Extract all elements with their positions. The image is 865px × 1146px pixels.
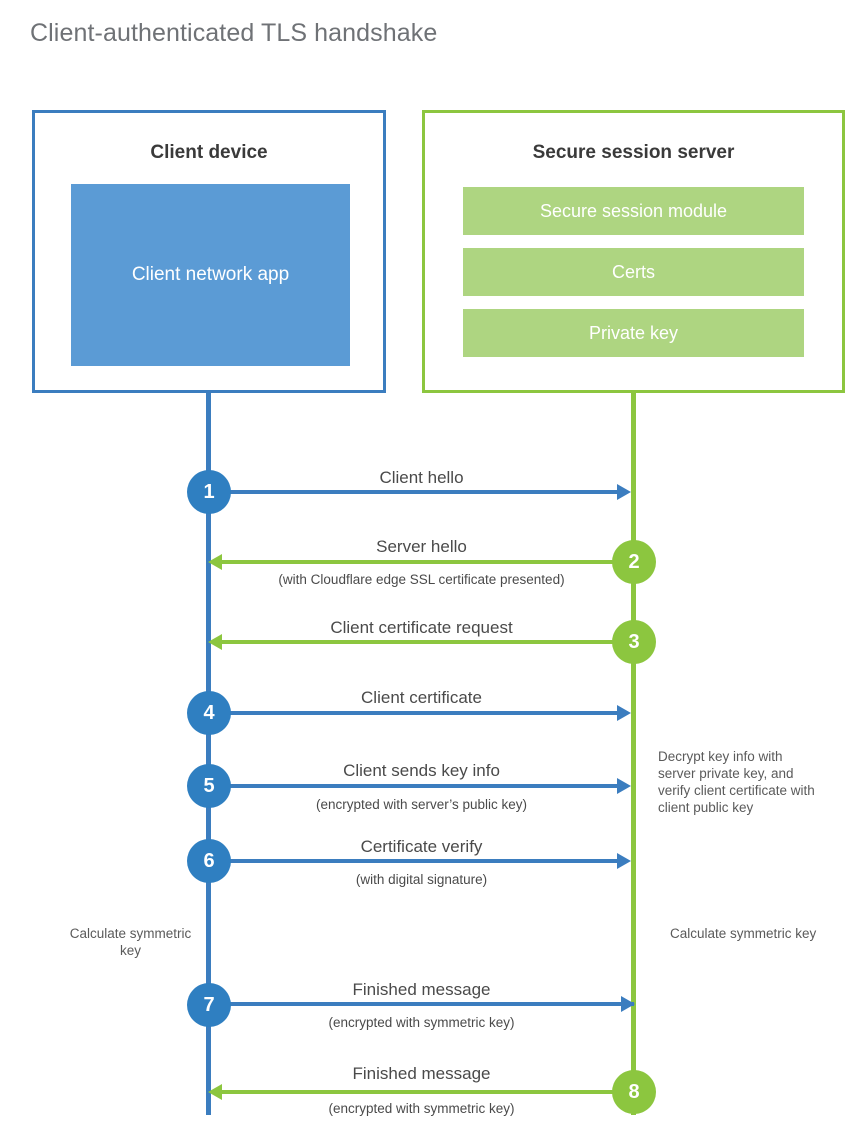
arrow-head-7 — [621, 996, 635, 1012]
arrow-line-2 — [222, 560, 634, 564]
message-label-5: Client sends key info — [343, 761, 500, 780]
step-circle-6[interactable]: 6 — [187, 839, 231, 883]
arrow-head-6 — [617, 853, 631, 869]
client-network-app-block: Client network app — [71, 184, 350, 366]
server-module-secure-session-module: Secure session module — [463, 187, 804, 235]
secure-session-server-box: Secure session server Secure session mod… — [422, 110, 845, 393]
step-circle-3[interactable]: 3 — [612, 620, 656, 664]
step-circle-4[interactable]: 4 — [187, 691, 231, 735]
message-label-3: Client certificate request — [330, 618, 513, 637]
message-sublabel-8: (encrypted with symmetric key) — [328, 1101, 515, 1116]
message-label-7: Finished message — [352, 980, 491, 999]
message-label-4: Client certificate — [361, 688, 482, 707]
step-circle-5[interactable]: 5 — [187, 764, 231, 808]
message-sublabel-7: (encrypted with symmetric key) — [328, 1015, 515, 1030]
arrow-line-8 — [222, 1090, 634, 1094]
message-sublabel-5: (encrypted with server’s public key) — [315, 797, 528, 812]
arrow-line-4 — [209, 711, 617, 715]
arrow-line-7 — [209, 1002, 634, 1006]
arrow-head-3 — [208, 634, 222, 650]
arrow-head-8 — [208, 1084, 222, 1100]
message-label-8: Finished message — [352, 1064, 491, 1083]
step-circle-7[interactable]: 7 — [187, 983, 231, 1027]
arrow-head-2 — [208, 554, 222, 570]
arrow-head-1 — [617, 484, 631, 500]
client-calculate-symmetric-key-annotation: Calculate symmetric key — [69, 926, 192, 958]
arrow-head-5 — [617, 778, 631, 794]
server-lifeline — [631, 393, 636, 1115]
message-label-1: Client hello — [379, 468, 464, 487]
step-circle-8[interactable]: 8 — [612, 1070, 656, 1114]
arrow-line-5 — [209, 784, 617, 788]
message-sublabel-2: (with Cloudflare edge SSL certificate pr… — [278, 572, 565, 587]
message-sublabel-6: (with digital signature) — [355, 872, 488, 887]
step-circle-1[interactable]: 1 — [187, 470, 231, 514]
message-label-6: Certificate verify — [360, 837, 483, 856]
page-title: Client-authenticated TLS handshake — [30, 19, 438, 47]
server-module-private-key: Private key — [463, 309, 804, 357]
message-label-2: Server hello — [376, 537, 467, 556]
server-module-certs: Certs — [463, 248, 804, 296]
step-circle-2[interactable]: 2 — [612, 540, 656, 584]
secure-session-server-title: Secure session server — [532, 142, 735, 163]
server-calculate-symmetric-key-annotation: Calculate symmetric key — [670, 926, 817, 941]
arrow-line-3 — [222, 640, 634, 644]
arrow-head-4 — [617, 705, 631, 721]
server-decrypt-annotation: Decrypt key info with server private key… — [658, 749, 815, 815]
client-device-title: Client device — [150, 142, 268, 163]
client-device-box: Client device Client network app — [32, 110, 386, 393]
arrow-line-6 — [209, 859, 617, 863]
client-lifeline — [206, 393, 211, 1115]
arrow-line-1 — [209, 490, 617, 494]
